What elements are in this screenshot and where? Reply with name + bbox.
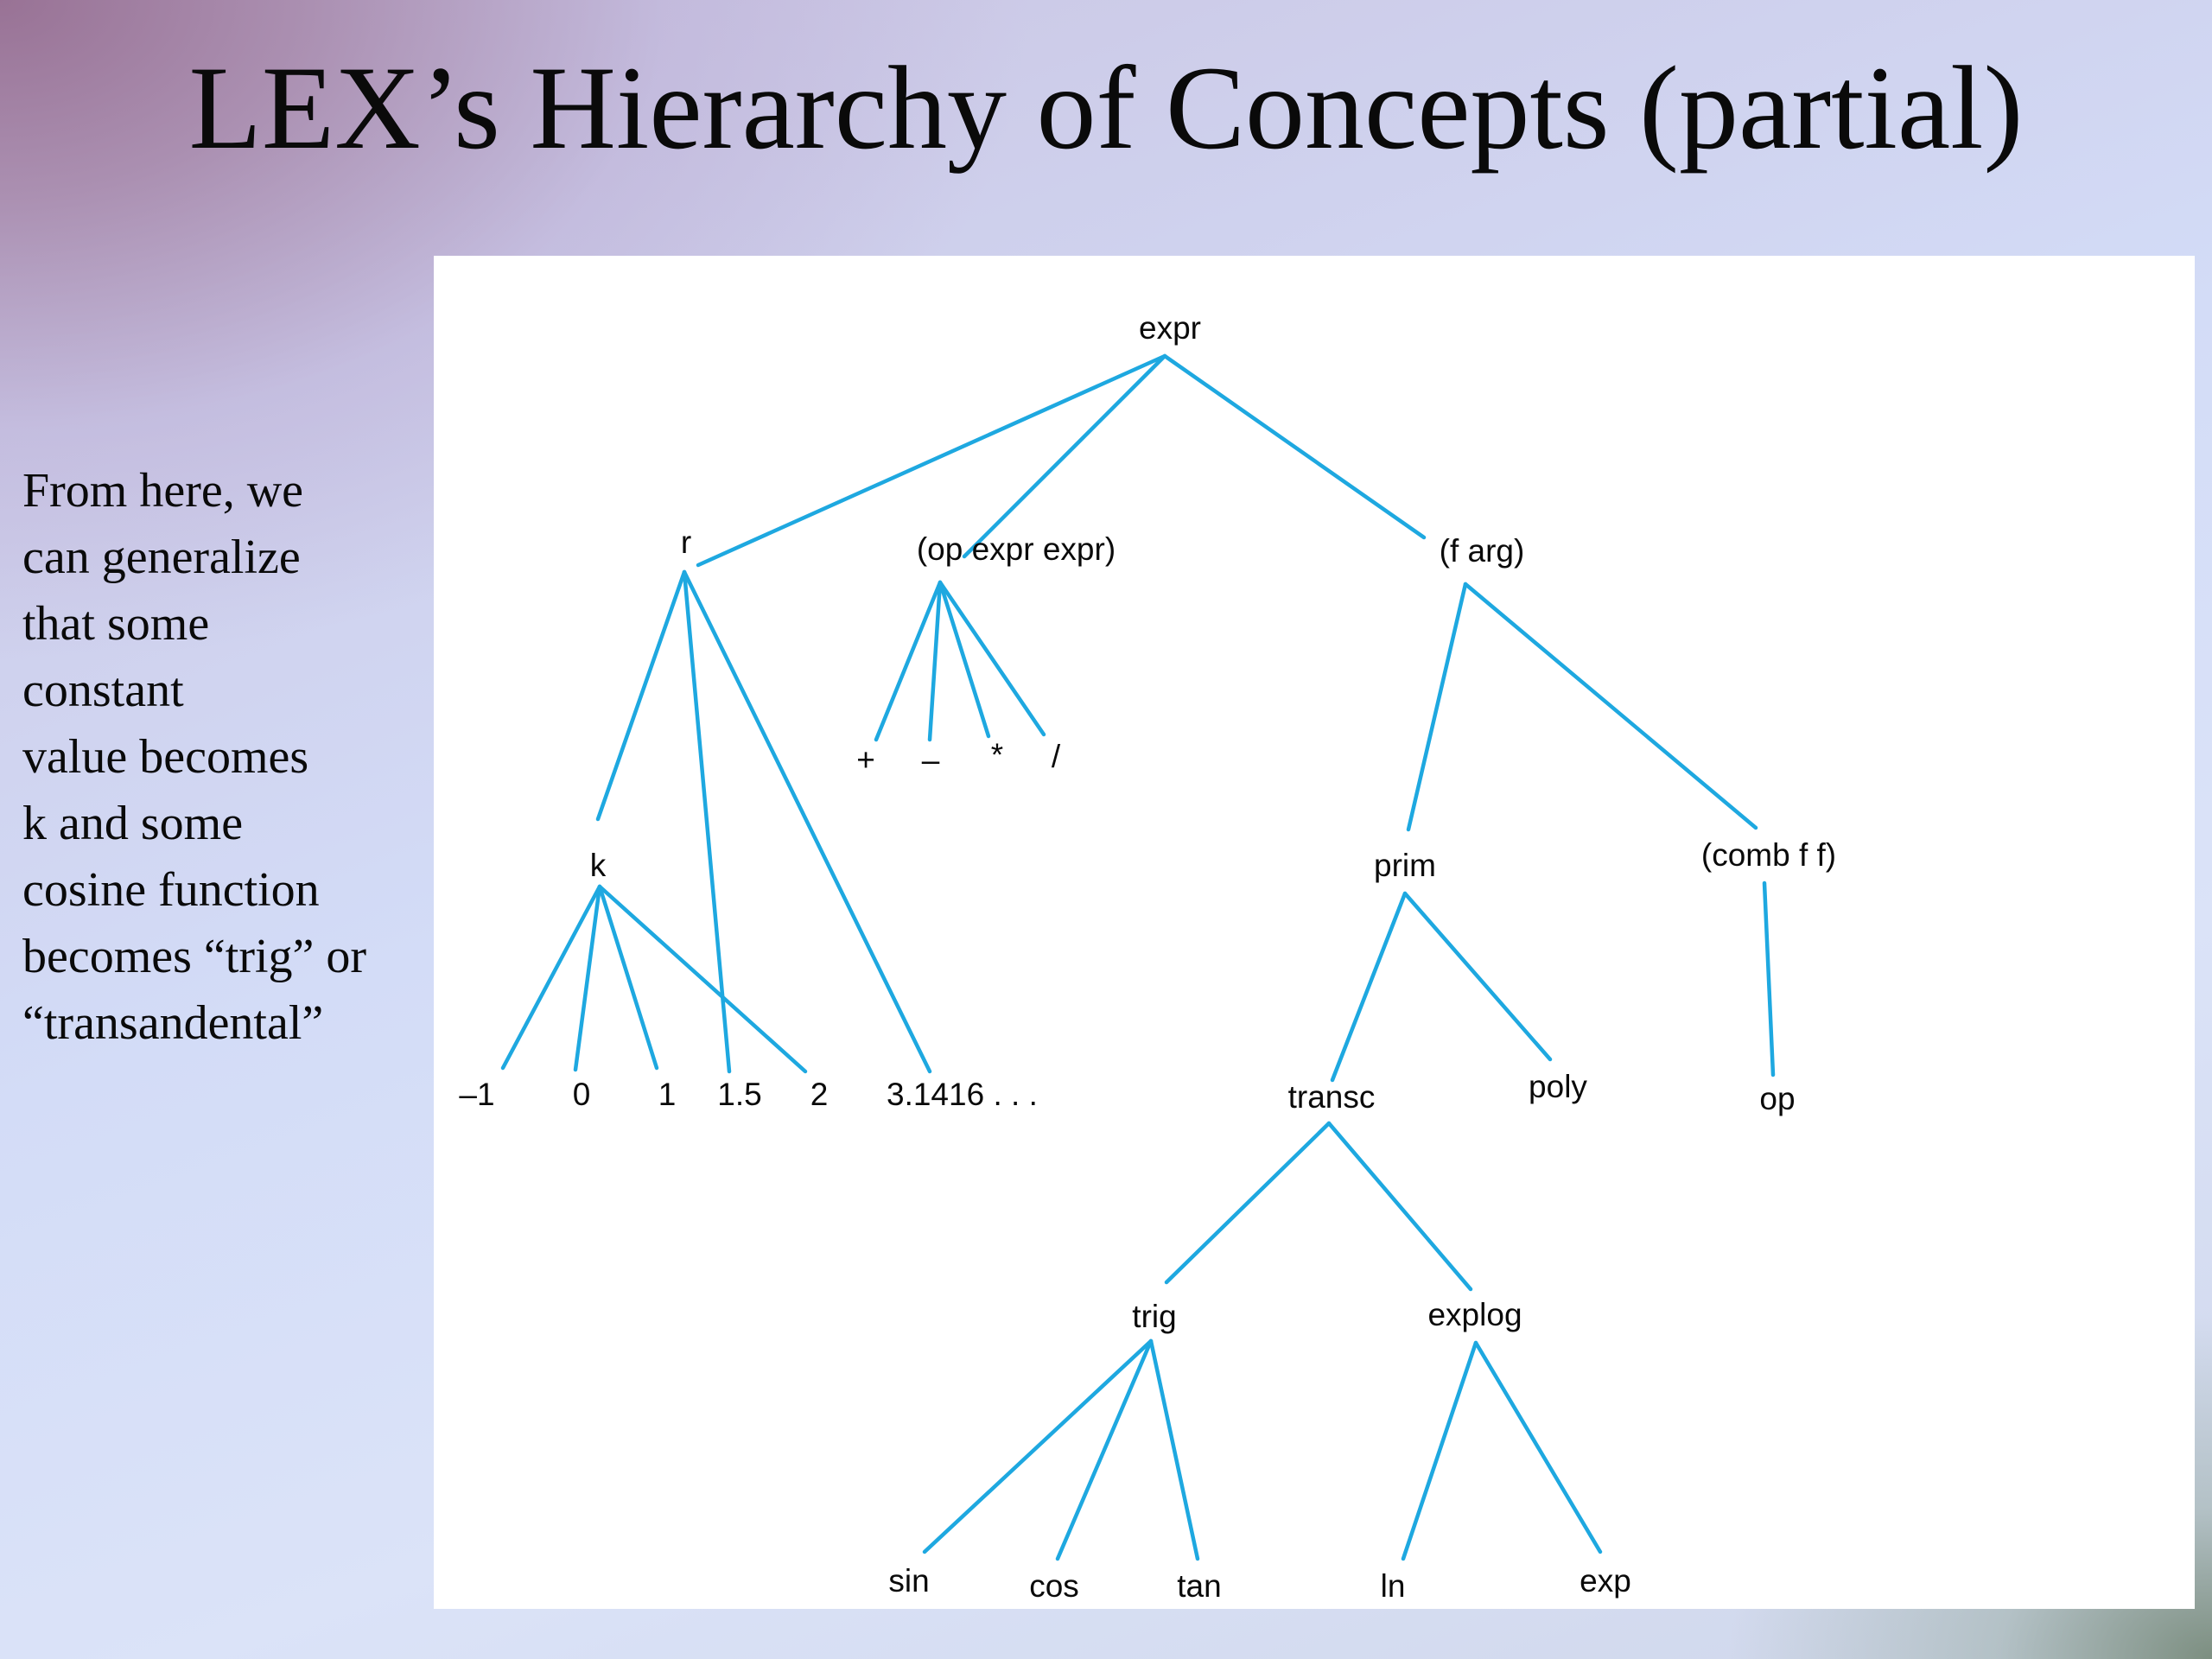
concept-hierarchy-diagram: expr r (op expr expr) (f arg) k + – * / prim (comb… <box>434 256 2195 1609</box>
edge-trig-to-sin <box>922 1338 1154 1554</box>
node-times: * <box>991 737 1003 772</box>
edge-trig-to-tan <box>1148 1338 1200 1561</box>
side-note-line: “transandental” <box>22 996 324 1050</box>
node-comb-f-f: (comb f f) <box>1701 837 1836 873</box>
node-trig: trig <box>1132 1299 1176 1334</box>
edge-comb_f_f-to-op <box>1762 880 1776 1077</box>
node-neg1: –1 <box>459 1077 494 1112</box>
node-poly: poly <box>1529 1069 1587 1104</box>
concept-tree: expr r (op expr expr) (f arg) k + – * / prim (comb… <box>459 310 1836 1604</box>
edge-trig-to-cos <box>1055 1338 1154 1561</box>
edge-k-to-neg1 <box>500 884 602 1071</box>
side-note-line: k and some <box>22 797 244 850</box>
node-tan: tan <box>1177 1568 1221 1604</box>
side-note-line: can generalize <box>22 531 301 584</box>
side-note-line: becomes “trig” or <box>22 930 367 983</box>
edge-k-to-one <box>597 884 659 1071</box>
node-op-expr-expr: (op expr expr) <box>917 531 1116 567</box>
side-note-line: From here, we <box>22 464 304 518</box>
node-sin: sin <box>888 1563 929 1599</box>
node-one: 1 <box>658 1077 677 1112</box>
node-one-five: 1.5 <box>717 1077 761 1112</box>
edge-op_expr_expr-to-divide <box>938 580 1046 737</box>
edge-prim-to-poly <box>1402 891 1553 1062</box>
tree-labels: expr r (op expr expr) (f arg) k + – * / prim (comb… <box>459 310 1836 1604</box>
node-r: r <box>681 524 691 560</box>
side-note-line: constant <box>22 664 184 717</box>
side-note: From here, we can generalize that some c… <box>22 458 429 1057</box>
slide-title: LEX’s Hierarchy of Concepts (partial) <box>188 41 2024 174</box>
node-explog: explog <box>1427 1297 1522 1332</box>
node-f-arg: (f arg) <box>1440 533 1525 569</box>
node-exp: exp <box>1580 1563 1631 1599</box>
edge-op_expr_expr-to-minus <box>927 580 943 742</box>
tree-edges <box>500 353 1776 1561</box>
edge-expr-to-f_arg <box>1162 353 1427 540</box>
node-pi: 3.1416 . . . <box>887 1077 1038 1112</box>
edge-op_expr_expr-to-times <box>938 580 991 739</box>
node-transc: transc <box>1288 1079 1376 1115</box>
edge-r-to-k <box>595 569 687 822</box>
edge-transc-to-trig <box>1164 1121 1332 1285</box>
edge-k-to-zero <box>573 884 602 1072</box>
node-two: 2 <box>810 1077 829 1112</box>
node-zero: 0 <box>573 1077 591 1112</box>
node-expr: expr <box>1139 310 1201 346</box>
edge-r-to-pi <box>682 569 932 1074</box>
node-prim: prim <box>1374 848 1436 883</box>
edge-explog-to-exp <box>1473 1340 1603 1554</box>
edge-op_expr_expr-to-plus <box>874 580 943 742</box>
side-note-line: cosine function <box>22 863 320 917</box>
edge-k-to-two <box>597 884 808 1074</box>
node-plus: + <box>856 742 875 778</box>
node-op: op <box>1759 1081 1795 1116</box>
edge-explog-to-ln <box>1401 1340 1478 1561</box>
node-k: k <box>590 848 607 883</box>
edge-f_arg-to-prim <box>1406 582 1468 832</box>
node-ln: ln <box>1381 1568 1406 1604</box>
edge-r-to-one_five <box>682 569 732 1074</box>
edge-f_arg-to-comb_f_f <box>1463 582 1758 830</box>
edge-expr-to-op_expr_expr <box>962 353 1167 559</box>
node-divide: / <box>1052 739 1061 774</box>
edge-prim-to-transc <box>1330 891 1408 1083</box>
node-minus: – <box>922 742 940 778</box>
node-cos: cos <box>1029 1568 1079 1604</box>
edge-transc-to-explog <box>1326 1121 1473 1292</box>
side-note-line: value becomes <box>22 730 309 784</box>
side-note-line: that some <box>22 597 210 651</box>
edge-expr-to-r <box>696 353 1167 568</box>
